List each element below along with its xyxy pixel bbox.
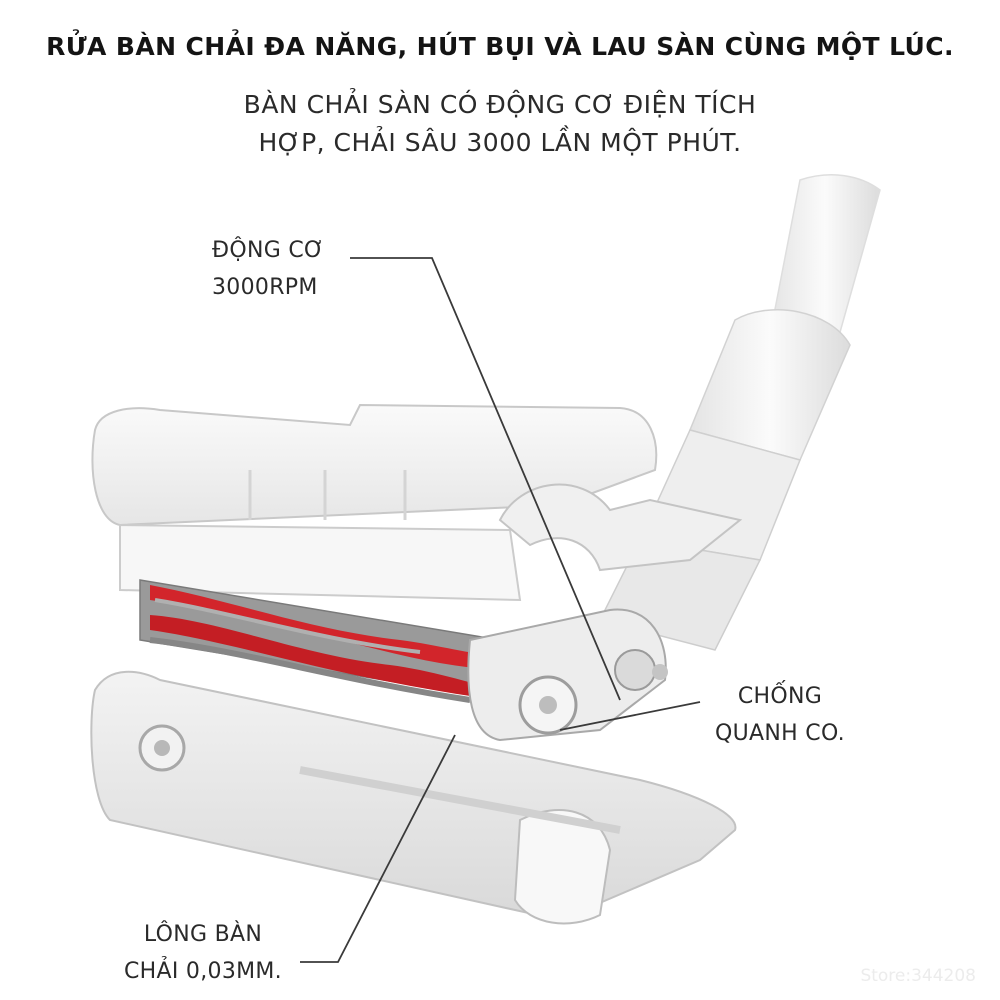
store-watermark: Store:344208 [860,966,976,986]
motor-callout-line-1: ĐỘNG CƠ [212,238,325,263]
bristle-leader-line [300,734,456,963]
subheadline-line-2: HỢP, CHẢI SÂU 3000 LẦN MỘT PHÚT. [258,128,742,157]
motor-housing [467,608,668,742]
leader-lines [300,257,701,963]
handle-tube [598,174,881,651]
bristle-callout-line-1: LÔNG BÀN [143,922,263,947]
headline: RỬA BÀN CHẢI ĐA NĂNG, HÚT BỤI VÀ LAU SÀN… [46,32,954,61]
motor-callout: ĐỘNG CƠ 3000RPM [212,232,324,307]
bristle-callout: LÔNG BÀN CHẢI 0,03MM. [110,916,296,991]
bristle-callout-line-2: CHẢI 0,03MM. [124,959,282,985]
brush-base [90,670,737,925]
motor-callout-line-2: 3000RPM [212,275,318,301]
brush-top-cover [91,403,743,602]
anti-tangle-callout: CHỐNG QUANH CO. [700,678,860,753]
brush-roll [139,579,506,703]
anti-tangle-callout-line-1: CHỐNG [737,684,823,709]
anti-tangle-leader-line [559,701,701,731]
anti-tangle-callout-line-2: QUANH CO. [715,721,845,747]
subheadline-line-1: BÀN CHẢI SÀN CÓ ĐỘNG CƠ ĐIỆN TÍCH [243,90,757,119]
motor-leader-line [350,257,621,701]
